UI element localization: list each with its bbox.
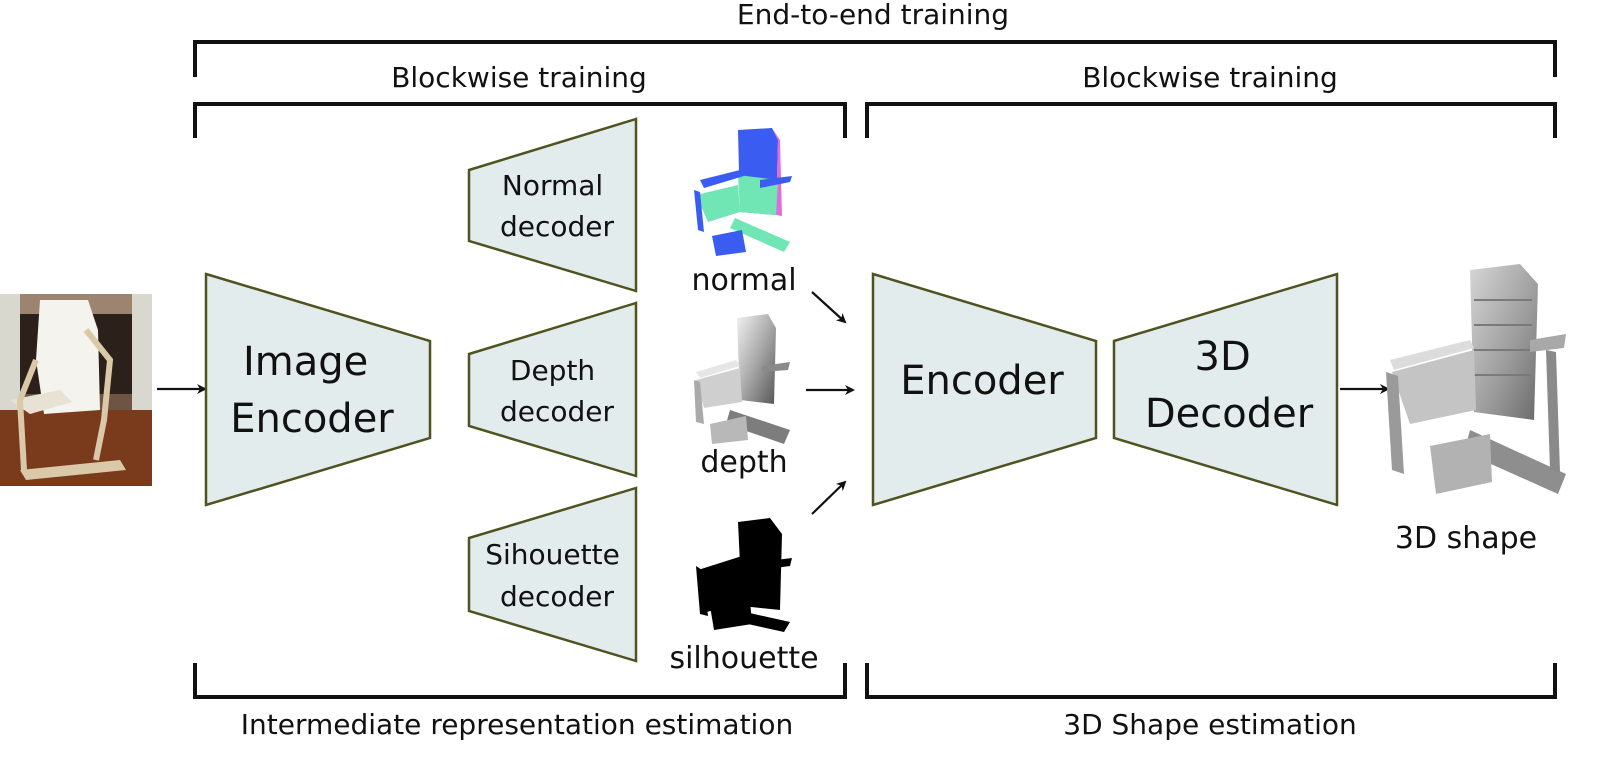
depth-decoder-label: Depth decoder — [500, 354, 615, 428]
input-photo — [0, 294, 152, 486]
bottom-left-label: Intermediate representation estimation — [241, 708, 793, 741]
silhouette-chair — [696, 518, 792, 632]
depth-map-chair — [694, 314, 790, 444]
blockwise-left-bracket — [193, 102, 847, 138]
blockwise-left-label: Blockwise training — [391, 61, 647, 94]
normal-decoder-label: Normal decoder — [500, 169, 615, 243]
silhouette-output-label: silhouette — [669, 641, 818, 676]
decoder-3d-label: 3D Decoder — [1145, 334, 1314, 437]
depth-output-label: depth — [700, 445, 787, 480]
normal-map-chair — [694, 128, 792, 256]
shape-3d-chair — [1386, 264, 1566, 494]
normal-output-label: normal — [691, 263, 796, 298]
bottom-left-bracket — [193, 663, 847, 699]
encoder-label: Encoder — [900, 358, 1064, 404]
arrow-normal-to-encoder — [811, 291, 847, 324]
encoder-block — [871, 272, 1098, 507]
blockwise-right-label: Blockwise training — [1082, 61, 1338, 94]
normal-decoder-block — [467, 117, 638, 293]
silhouette-decoder-label: Sihouette decoder — [485, 538, 629, 613]
image-encoder-block — [204, 272, 432, 507]
shape-output-label: 3D shape — [1395, 521, 1537, 556]
depth-decoder-block — [467, 301, 638, 478]
end-to-end-label: End-to-end training — [737, 0, 1009, 31]
arrow-silhouette-to-encoder — [811, 480, 847, 515]
bottom-right-label: 3D Shape estimation — [1063, 708, 1357, 741]
image-encoder-label: Image Encoder — [230, 339, 394, 442]
bottom-right-bracket — [865, 663, 1557, 699]
end-to-end-bracket — [193, 40, 1557, 77]
silhouette-decoder-block — [467, 486, 638, 663]
decoder-3d-block — [1112, 272, 1339, 507]
blockwise-right-bracket — [865, 102, 1557, 138]
